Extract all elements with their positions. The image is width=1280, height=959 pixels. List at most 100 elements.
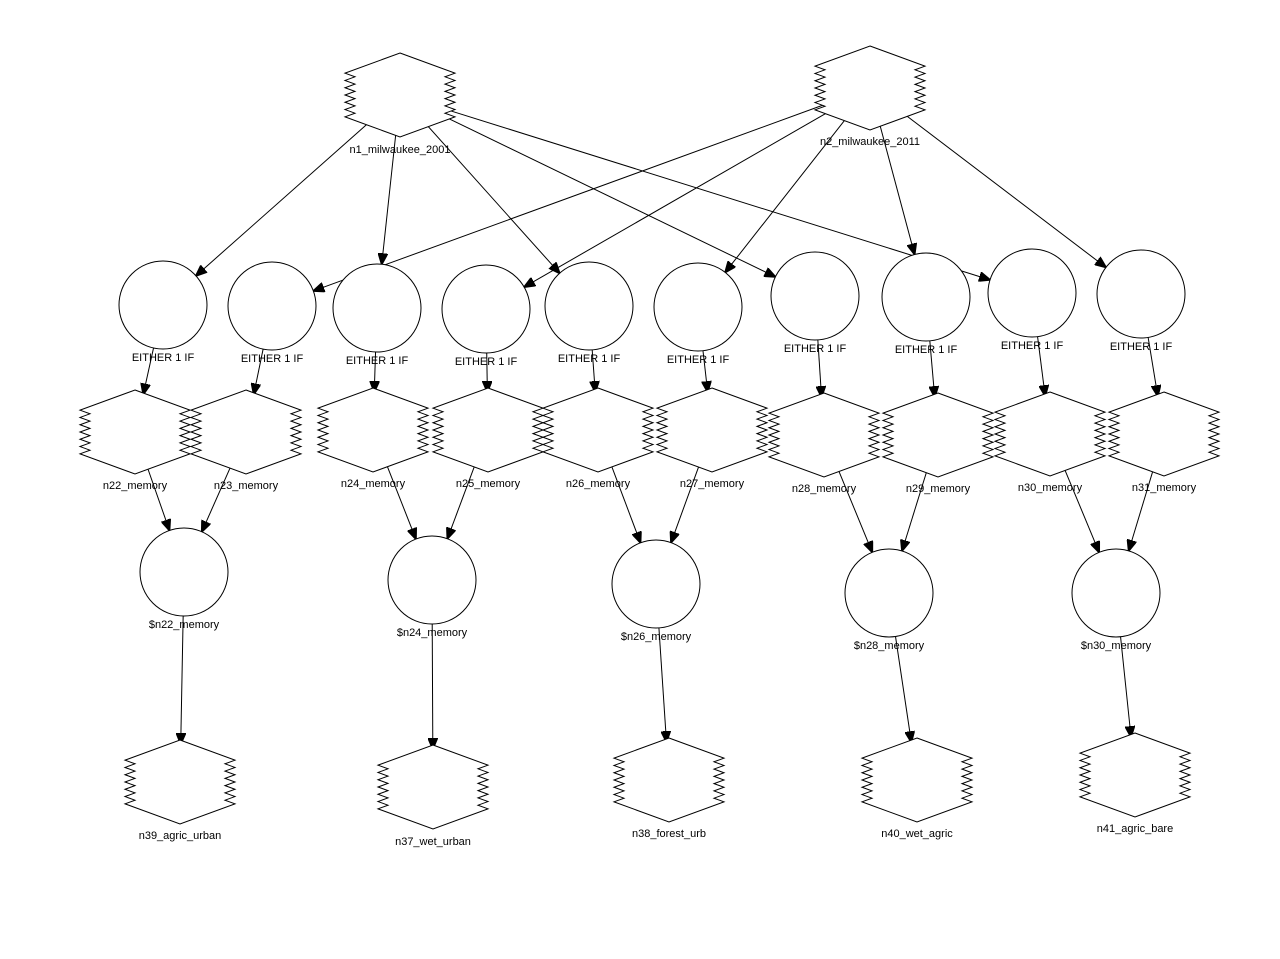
edge-e2-to-n23	[254, 348, 264, 394]
operator-circle[interactable]	[118, 260, 208, 350]
node-label: n23_memory	[214, 480, 279, 492]
node-label: EITHER 1 IF	[346, 355, 409, 367]
node-label: EITHER 1 IF	[241, 353, 304, 365]
node-e8[interactable]: EITHER 1 IF	[881, 252, 971, 356]
raster-hexagon[interactable]	[1107, 391, 1221, 477]
node-label: EITHER 1 IF	[667, 354, 730, 366]
edge-n1-to-e9	[446, 109, 991, 280]
edge-n31-to-s30	[1129, 470, 1154, 551]
edge-s26-to-n38	[658, 627, 667, 742]
operator-circle[interactable]	[1096, 249, 1186, 339]
node-n2[interactable]: n2_milwaukee_2011	[813, 45, 927, 148]
operator-circle[interactable]	[1071, 548, 1161, 638]
operator-circle[interactable]	[441, 264, 531, 354]
operator-circle[interactable]	[844, 548, 934, 638]
node-n26[interactable]: n26_memory	[541, 387, 655, 490]
raster-hexagon[interactable]	[123, 739, 237, 825]
node-n28[interactable]: n28_memory	[767, 392, 881, 495]
node-e1[interactable]: EITHER 1 IF	[118, 260, 208, 364]
edge-e3-to-n24	[374, 351, 375, 392]
node-n38[interactable]: n38_forest_urb	[612, 737, 726, 840]
operator-circle[interactable]	[881, 252, 971, 342]
edge-e10-to-n31	[1147, 337, 1158, 396]
node-n41[interactable]: n41_agric_bare	[1078, 732, 1192, 835]
raster-hexagon[interactable]	[767, 392, 881, 478]
edge-e5-to-n26	[592, 349, 595, 392]
edge-s28-to-n40	[895, 636, 912, 743]
node-label: n24_memory	[341, 478, 406, 490]
raster-hexagon[interactable]	[316, 387, 430, 473]
node-label: n29_memory	[906, 483, 971, 495]
node-n31[interactable]: n31_memory	[1107, 391, 1221, 494]
raster-hexagon[interactable]	[1078, 732, 1192, 818]
node-n1[interactable]: n1_milwaukee_2001	[343, 52, 457, 156]
operator-circle[interactable]	[387, 535, 477, 625]
edges-layer	[143, 104, 1158, 749]
node-n40[interactable]: n40_wet_agric	[860, 737, 974, 840]
node-label: n2_milwaukee_2011	[820, 136, 920, 148]
node-e7[interactable]: EITHER 1 IF	[770, 251, 860, 355]
raster-hexagon[interactable]	[860, 737, 974, 823]
node-n24[interactable]: n24_memory	[316, 387, 430, 490]
edge-n1-to-e5	[427, 126, 559, 273]
raster-hexagon[interactable]	[881, 392, 995, 478]
node-n29[interactable]: n29_memory	[881, 392, 995, 495]
node-s22[interactable]: $n22_memory	[139, 527, 229, 631]
operator-circle[interactable]	[544, 261, 634, 351]
node-label: n39_agric_urban	[139, 830, 222, 842]
operator-circle[interactable]	[332, 263, 422, 353]
node-n25[interactable]: n25_memory	[431, 387, 545, 490]
node-e5[interactable]: EITHER 1 IF	[544, 261, 634, 365]
raster-hexagon[interactable]	[655, 387, 769, 473]
edge-e6-to-n27	[703, 350, 708, 392]
node-e9[interactable]: EITHER 1 IF	[987, 248, 1077, 352]
node-e4[interactable]: EITHER 1 IF	[441, 264, 531, 368]
node-label: $n26_memory	[621, 631, 692, 643]
operator-circle[interactable]	[139, 527, 229, 617]
raster-hexagon[interactable]	[813, 45, 927, 131]
node-e3[interactable]: EITHER 1 IF	[332, 263, 422, 367]
operator-circle[interactable]	[987, 248, 1077, 338]
edge-n1-to-e1	[196, 123, 368, 276]
edge-e4-to-n25	[487, 352, 488, 392]
raster-hexagon[interactable]	[993, 391, 1107, 477]
edge-n1-to-e3	[382, 132, 397, 264]
node-n30[interactable]: n30_memory	[993, 391, 1107, 494]
operator-circle[interactable]	[611, 539, 701, 629]
node-s24[interactable]: $n24_memory	[387, 535, 477, 639]
raster-hexagon[interactable]	[376, 744, 490, 830]
node-e2[interactable]: EITHER 1 IF	[227, 261, 317, 365]
node-n27[interactable]: n27_memory	[655, 387, 769, 490]
node-n23[interactable]: n23_memory	[189, 389, 303, 492]
edge-n28-to-s28	[838, 471, 872, 552]
raster-hexagon[interactable]	[343, 52, 457, 138]
node-label: $n22_memory	[149, 619, 220, 631]
node-label: EITHER 1 IF	[1110, 341, 1173, 353]
raster-hexagon[interactable]	[541, 387, 655, 473]
node-s28[interactable]: $n28_memory	[844, 548, 934, 652]
raster-hexagon[interactable]	[189, 389, 303, 475]
edge-n2-to-e2	[313, 104, 825, 291]
node-s26[interactable]: $n26_memory	[611, 539, 701, 643]
edge-n25-to-s24	[447, 466, 475, 539]
edge-n27-to-s26	[671, 466, 700, 543]
node-n39[interactable]: n39_agric_urban	[123, 739, 237, 842]
edge-s24-to-n37	[432, 623, 433, 749]
node-label: EITHER 1 IF	[455, 356, 518, 368]
operator-circle[interactable]	[770, 251, 860, 341]
operator-circle[interactable]	[653, 262, 743, 352]
node-n22[interactable]: n22_memory	[78, 389, 192, 492]
raster-hexagon[interactable]	[78, 389, 192, 475]
node-label: $n24_memory	[397, 627, 468, 639]
edge-e7-to-n28	[818, 339, 822, 397]
edge-n2-to-e8	[879, 125, 915, 254]
operator-circle[interactable]	[227, 261, 317, 351]
raster-hexagon[interactable]	[612, 737, 726, 823]
node-e10[interactable]: EITHER 1 IF	[1096, 249, 1186, 353]
raster-hexagon[interactable]	[431, 387, 545, 473]
node-e6[interactable]: EITHER 1 IF	[653, 262, 743, 366]
node-label: n40_wet_agric	[881, 828, 953, 840]
node-n37[interactable]: n37_wet_urban	[376, 744, 490, 848]
node-s30[interactable]: $n30_memory	[1071, 548, 1161, 652]
